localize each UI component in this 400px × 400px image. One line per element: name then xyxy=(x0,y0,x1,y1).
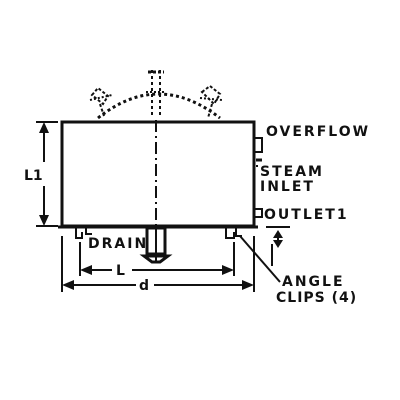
diameter-dimension-label: d xyxy=(139,278,151,294)
outlet-nozzle xyxy=(253,208,263,218)
steam-inlet-fitting xyxy=(256,158,262,167)
angle-clips-label-line1: ANGLE xyxy=(282,274,345,290)
diameter-dimension xyxy=(61,236,255,292)
outlet-label: OUTLET1 xyxy=(264,207,349,223)
length-dimension-label: L xyxy=(116,263,127,279)
top-right-fitting xyxy=(199,84,223,119)
top-center-fitting xyxy=(146,70,166,115)
dome-cover xyxy=(97,92,221,120)
angle-clips-leader xyxy=(239,235,281,283)
length-dimension xyxy=(79,242,235,276)
overflow-nozzle xyxy=(253,137,263,153)
height-dimension xyxy=(36,121,58,227)
top-left-fitting xyxy=(89,86,113,117)
angle-clips-label-line2: CLIPS (4) xyxy=(276,290,357,306)
angle-clip-left xyxy=(75,228,92,239)
base-height-dimension xyxy=(266,226,290,266)
tank-body xyxy=(60,120,256,228)
drain-label: DRAIN xyxy=(88,236,148,252)
steam-inlet-label-line1: STEAM xyxy=(260,164,324,180)
drain-pipe xyxy=(139,226,173,264)
steam-inlet-label-line2: INLET xyxy=(260,179,315,195)
overflow-label: OVERFLOW xyxy=(266,124,370,140)
height-dimension-label: L1 xyxy=(24,168,43,184)
